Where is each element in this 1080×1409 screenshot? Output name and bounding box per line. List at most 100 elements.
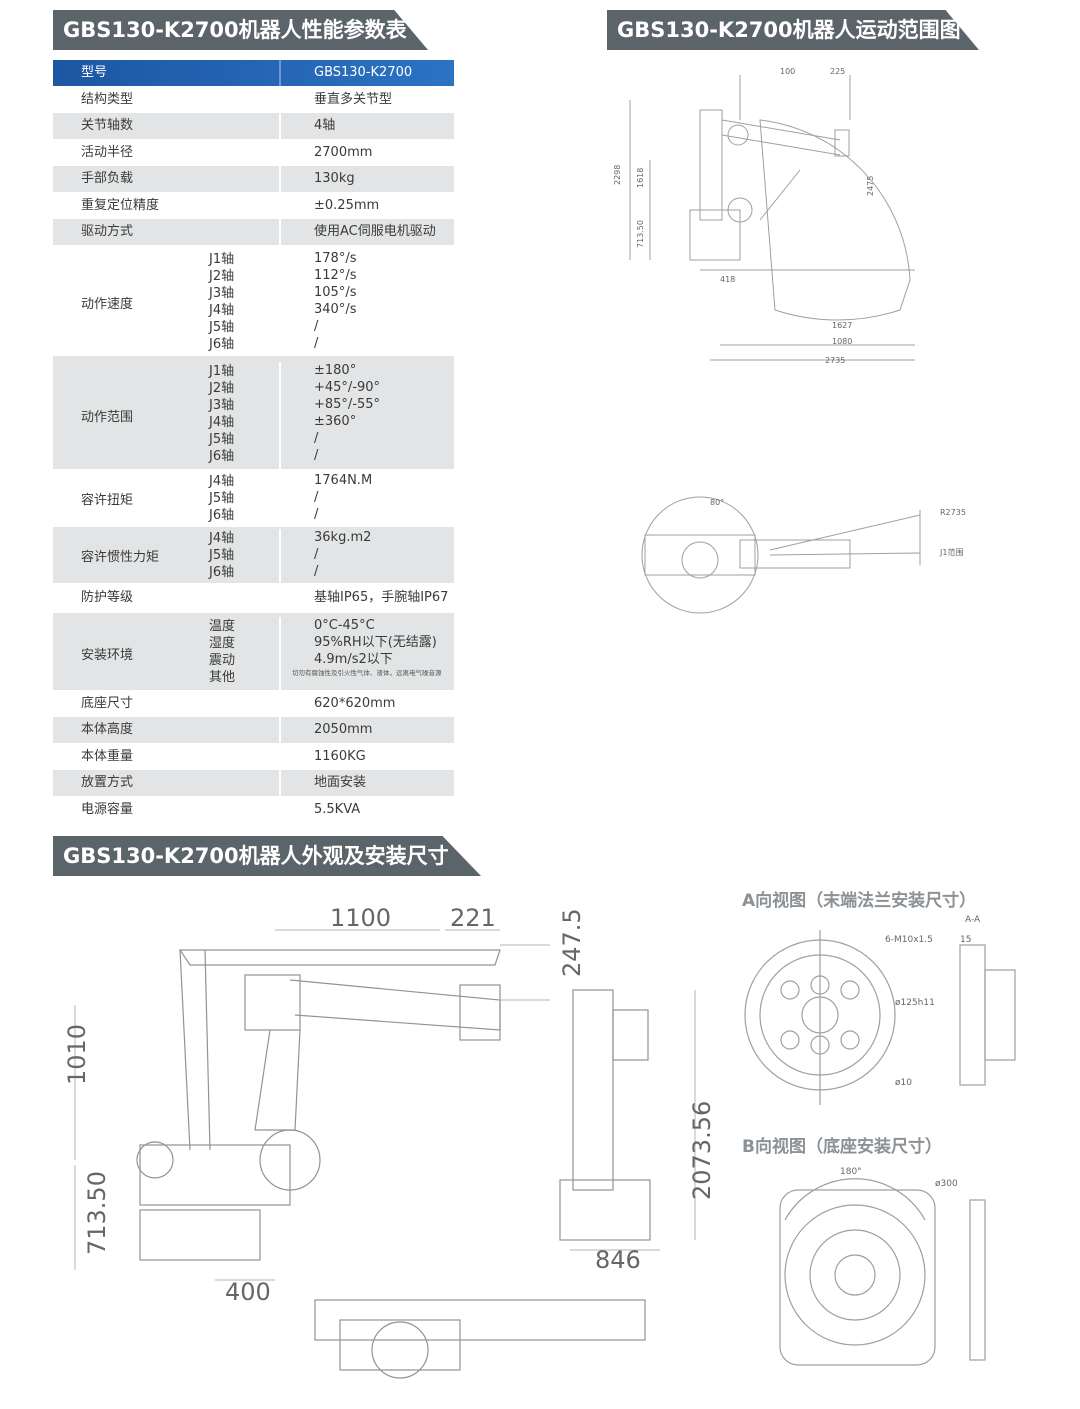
dim-label: 221: [450, 904, 496, 932]
spec-label: 电源容量: [81, 801, 134, 817]
spec-label: 手部负载: [81, 171, 134, 186]
spec-label: 型号: [81, 65, 108, 80]
env-item: 湿度: [209, 635, 236, 651]
axis-label: J4轴: [209, 302, 235, 318]
range-section-title: GBS130-K2700机器人运动范围图: [607, 10, 979, 50]
axis-label: J5轴: [209, 319, 235, 335]
radius-label: R2735: [940, 508, 966, 517]
axis-label: J1轴: [209, 251, 235, 267]
spec-value: 130kg: [279, 166, 454, 192]
axis-value: /: [314, 546, 319, 562]
spec-row: 关节轴数 4轴: [53, 113, 454, 140]
spec-label: 容许惯性力矩: [81, 550, 160, 565]
spec-row-range: 动作范围 J1轴 J2轴 J3轴 J4轴 J5轴 J6轴 ±180° +45°/…: [53, 355, 454, 470]
dim-label: 2475: [866, 176, 875, 196]
dim-label: 6-M10x1.5: [885, 935, 933, 945]
spec-value: 2700mm: [279, 139, 454, 165]
axis-value: /: [314, 489, 319, 505]
axis-value: /: [314, 563, 319, 579]
axis-value: +45°/-90°: [314, 379, 381, 395]
axis-label: J6轴: [209, 336, 235, 352]
motion-range-plan-drawing: 80° R2735 J1范围: [641, 496, 966, 614]
axis-label: J1轴: [209, 363, 235, 379]
angle-label: 180°: [840, 1167, 862, 1177]
dim-label: 2735: [825, 356, 845, 365]
dim-label: 1100: [330, 904, 391, 932]
dim-label: 713.50: [83, 1171, 111, 1255]
spec-row-torque: 容许扭矩 J4轴 J5轴 J6轴 1764N.M / /: [53, 469, 454, 527]
spec-row: 本体高度 2050mm: [53, 717, 454, 744]
spec-row-speed: 动作速度 J1轴 J2轴 J3轴 J4轴 J5轴 J6轴 178°/s 112°…: [53, 245, 454, 356]
dims-section-title: GBS130-K2700机器人外观及安装尺寸: [53, 836, 481, 876]
angle-label: 80°: [710, 498, 724, 507]
dim-label: 247.5: [558, 908, 586, 977]
axis-value: /: [314, 318, 319, 334]
spec-value: 基轴IP65，手腕轴IP67: [279, 583, 454, 612]
dim-label: 400: [225, 1278, 271, 1306]
view-b-drawing: 180° ø300: [779, 1167, 986, 1366]
dim-label: 100: [780, 67, 795, 76]
dim-label: ø125h11: [895, 998, 935, 1008]
dim-label: 418: [720, 275, 735, 284]
spec-value: 620*620mm: [279, 690, 454, 716]
env-value: 4.9m/s2以下: [314, 651, 393, 667]
axis-value: +85°/-55°: [314, 396, 381, 412]
spec-label: 本体重量: [81, 748, 134, 764]
dim-label: 713.50: [636, 220, 645, 248]
spec-value: 地面安装: [279, 770, 454, 796]
spec-label: 动作范围: [81, 409, 134, 425]
axis-value: /: [314, 447, 319, 463]
spec-label: 结构类型: [81, 91, 134, 107]
spec-table: 型号 GBS130-K2700 结构类型 垂直多关节型 关节轴数 4轴 活动半径…: [53, 60, 454, 823]
spec-label: 本体高度: [81, 722, 134, 737]
spec-value: 2050mm: [279, 717, 454, 743]
dim-label: 1010: [63, 1024, 91, 1085]
spec-row: 防护等级 基轴IP65，手腕轴IP67: [53, 583, 454, 613]
axis-label: J5轴: [209, 547, 235, 563]
spec-row: 底座尺寸 620*620mm: [53, 690, 454, 717]
spec-label: 关节轴数: [81, 118, 134, 133]
spec-label: 驱动方式: [81, 224, 134, 239]
axis-label: J4轴: [209, 473, 235, 489]
dim-label: ø10: [895, 1078, 912, 1088]
spec-row: 放置方式 地面安装: [53, 770, 454, 797]
section-label: A-A: [965, 915, 981, 925]
dim-label: 2298: [613, 165, 622, 185]
axis-value: 1764N.M: [314, 472, 373, 488]
view-b-title: B向视图（底座安装尺寸）: [742, 1137, 942, 1157]
view-a-title: A向视图（末端法兰安装尺寸）: [742, 891, 977, 911]
spec-row: 电源容量 5.5KVA: [53, 796, 454, 823]
axis-label: J3轴: [209, 397, 235, 413]
axis-value: 112°/s: [314, 267, 357, 283]
spec-row-inertia: 容许惯性力矩 J4轴 J5轴 J6轴 36kg.m2 / /: [53, 526, 454, 584]
spec-label: 活动半径: [81, 144, 134, 160]
spec-label: 容许扭矩: [81, 493, 134, 508]
axis-label: J6轴: [209, 507, 235, 523]
axis-value: /: [314, 430, 319, 446]
axis-label: J6轴: [209, 564, 235, 580]
axis-label: J6轴: [209, 448, 235, 464]
spec-value: 1160KG: [279, 743, 454, 769]
spec-row-environment: 安装环境 温度 湿度 震动 其他 0°C-45°C 95%RH以下(无结露) 4…: [53, 612, 454, 691]
spec-row: 手部负载 130kg: [53, 166, 454, 193]
dim-label: 1627: [832, 321, 852, 330]
env-item: 震动: [209, 652, 236, 668]
spec-label: 重复定位精度: [81, 197, 160, 213]
spec-value: 5.5KVA: [279, 796, 454, 822]
axis-label: J4轴: [209, 414, 235, 430]
dim-label: 1080: [832, 337, 852, 346]
spec-value: 使用AC伺服电机驱动: [279, 219, 454, 245]
axis-value: ±180°: [314, 362, 357, 378]
spec-label: 防护等级: [81, 589, 134, 605]
spec-header-row: 型号 GBS130-K2700: [53, 60, 454, 87]
spec-label: 安装环境: [81, 647, 134, 663]
spec-value: 垂直多关节型: [279, 86, 454, 112]
axis-value: 36kg.m2: [314, 529, 372, 545]
env-value: 0°C-45°C: [314, 617, 375, 633]
spec-value: GBS130-K2700: [279, 60, 454, 86]
spec-label: 动作速度: [81, 296, 134, 312]
axis-value: 105°/s: [314, 284, 357, 300]
axis-value: /: [314, 506, 319, 522]
dim-label: 225: [830, 67, 845, 76]
axis-value: 340°/s: [314, 301, 357, 317]
